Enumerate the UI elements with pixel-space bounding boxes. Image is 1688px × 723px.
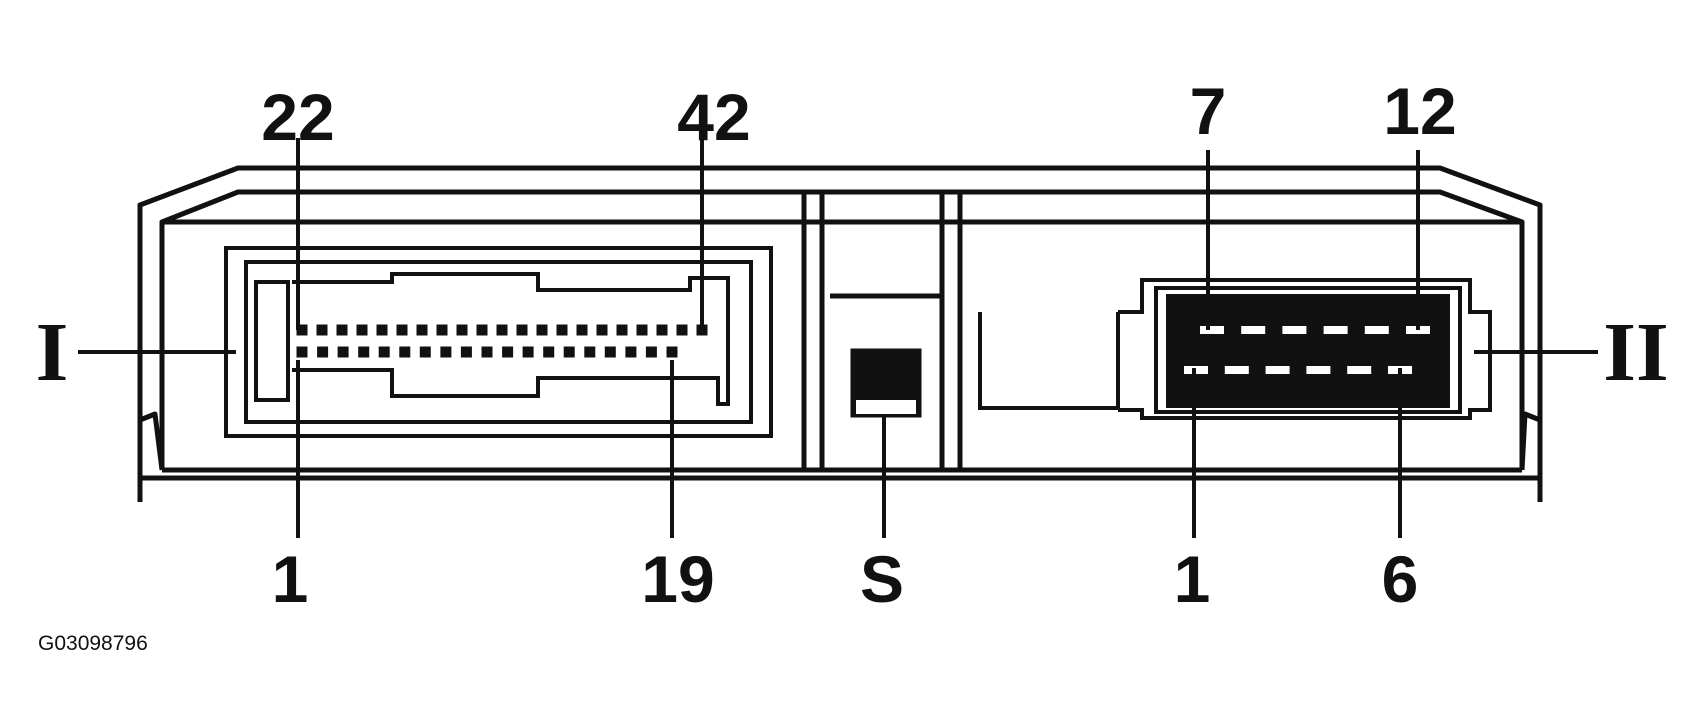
module-housing — [137, 165, 1543, 502]
connector-i-pin — [476, 324, 488, 336]
connector-i-pin — [456, 324, 468, 336]
label-pin-22: 22 — [261, 80, 334, 154]
connector-i-pin — [296, 324, 308, 336]
connector-ii-pin — [1224, 366, 1249, 374]
connector-i-pin — [316, 324, 328, 336]
connector-i-pin — [460, 346, 472, 358]
connector-i-pin — [645, 346, 657, 358]
connector-i-pin — [436, 324, 448, 336]
label-pin-12: 12 — [1383, 74, 1456, 148]
connector-i-pin — [337, 346, 349, 358]
connector-i-pin — [440, 346, 452, 358]
connector-i-pin — [576, 324, 588, 336]
connector-i-pin — [516, 324, 528, 336]
connector-i-lower-pin-row — [296, 346, 678, 358]
connector-i-pin — [378, 346, 390, 358]
label-pin-6: 6 — [1382, 542, 1419, 616]
connector-ii-body — [1166, 294, 1450, 408]
connector-ii-pin — [1323, 326, 1348, 334]
label-connector-ii: II — [1603, 306, 1668, 399]
connector-i-pin — [522, 346, 534, 358]
connector-i-pin — [584, 346, 596, 358]
connector-i-pin — [563, 346, 575, 358]
connector-i-pin — [317, 346, 329, 358]
connector-ii-pin — [1241, 326, 1266, 334]
connector-i-upper-pin-row — [296, 324, 708, 336]
connector-i-pin — [399, 346, 411, 358]
connector-i-pin — [536, 324, 548, 336]
connector-i-pin — [596, 324, 608, 336]
connector-ii-pin — [1347, 366, 1372, 374]
figure-id: G03098796 — [38, 632, 148, 655]
connector-i-pin — [419, 346, 431, 358]
service-socket — [850, 348, 922, 418]
connector-ii-pin — [1306, 366, 1331, 374]
connector-i-pin — [336, 324, 348, 336]
connector-i-pin — [604, 346, 616, 358]
connector-i-pin — [676, 324, 688, 336]
connector-ii-pin — [1200, 326, 1224, 334]
connector-i-shell — [224, 246, 773, 438]
connector-i-pin — [556, 324, 568, 336]
label-pin-19: 19 — [641, 542, 714, 616]
label-socket-s: S — [860, 542, 904, 616]
connector-i-pin — [376, 324, 388, 336]
connector-i-pin — [396, 324, 408, 336]
connector-i-pin — [481, 346, 493, 358]
label-connector-i: I — [36, 306, 69, 399]
label-pin-7: 7 — [1190, 74, 1227, 148]
connector-i-pin — [356, 324, 368, 336]
connector-i-pin — [666, 346, 678, 358]
connector-i-pin — [636, 324, 648, 336]
connector-ii-pin — [1282, 326, 1307, 334]
connector-i-pin — [625, 346, 637, 358]
connector-ii-pin — [1364, 326, 1389, 334]
connector-i-pin — [656, 324, 668, 336]
label-pin-42: 42 — [677, 80, 750, 154]
connector-i-pin — [416, 324, 428, 336]
label-pin-1-right: 1 — [1174, 542, 1211, 616]
connector-i-pin — [296, 346, 308, 358]
connector-i-pin — [358, 346, 370, 358]
connector-i-pin — [616, 324, 628, 336]
connector-ii-pin — [1265, 366, 1290, 374]
connector-i-pin — [496, 324, 508, 336]
connector-i-pin — [543, 346, 555, 358]
connector-i-pin — [502, 346, 514, 358]
leader-lines — [78, 138, 1598, 538]
label-pin-1-left: 1 — [272, 542, 309, 616]
connector-ii-shell — [978, 278, 1492, 420]
